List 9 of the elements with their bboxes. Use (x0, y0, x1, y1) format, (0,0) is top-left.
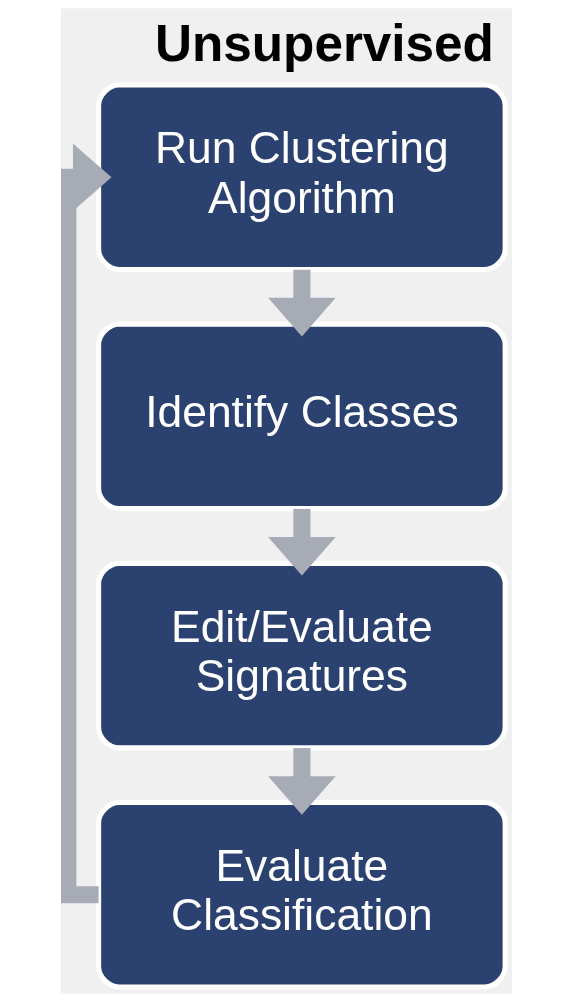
node-box: Identify Classes (95, 321, 508, 512)
node-box: Edit/Evaluate Signatures (95, 560, 508, 751)
arrow (267, 508, 336, 576)
node-box: Evaluate Classification (95, 799, 508, 990)
arrow (267, 748, 336, 815)
arrow (267, 269, 336, 337)
node-box: Run Clustering Algorithm (95, 82, 508, 273)
arrow (60, 143, 112, 904)
diagram-title: Unsupervised (154, 15, 494, 73)
